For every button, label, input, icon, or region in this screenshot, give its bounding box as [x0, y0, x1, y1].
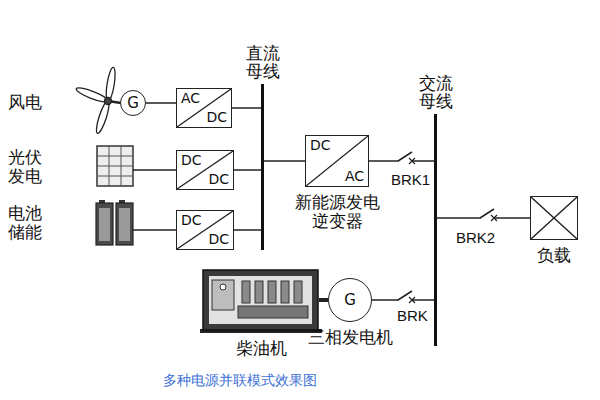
- source-label: 电池 储能: [8, 204, 42, 241]
- engine-panel: [212, 280, 234, 310]
- converter-box: 负载: [530, 196, 578, 240]
- battery: [96, 200, 177, 245]
- battery-label: [119, 208, 130, 241]
- node-heading: 直流 母线: [246, 44, 280, 81]
- generator-circle: G三相发电机: [328, 278, 372, 322]
- engine-window: [209, 276, 312, 324]
- node-text: DC: [181, 213, 202, 228]
- node-text: DC: [181, 153, 202, 168]
- converter-box: AC DC: [176, 88, 232, 128]
- node-text: DC: [206, 110, 227, 125]
- pv-panel: [97, 146, 177, 186]
- diagonal-line: [306, 136, 368, 186]
- node-heading: 交流 母线: [419, 74, 453, 111]
- breaker-label: BRK2: [455, 230, 496, 247]
- breaker-label: BRK1: [390, 172, 431, 189]
- generator-circle: G: [120, 90, 146, 116]
- source-label: 风电: [8, 93, 42, 112]
- node-text: AC: [345, 169, 364, 184]
- engine-cylinder: [268, 281, 276, 303]
- wire-connector: [319, 298, 328, 302]
- load-cross: [531, 197, 577, 239]
- battery-cell: [116, 203, 133, 245]
- bus-bar: 交流 母线: [434, 114, 437, 346]
- diagonal-line: [177, 89, 231, 127]
- node-text: G: [344, 292, 356, 309]
- turbine-blade: [104, 67, 116, 102]
- diagonal-line: [177, 151, 233, 189]
- breaker-switch: [480, 209, 497, 221]
- engine-cylinder: [294, 281, 302, 303]
- converter-box: DCAC新能源发电 逆变器: [305, 135, 369, 187]
- diesel-engine: [200, 270, 322, 333]
- figure-caption: 多种电源并联模式效果图: [163, 372, 317, 390]
- wire-connector: [234, 169, 261, 171]
- node-text: DC: [208, 172, 229, 187]
- turbine-hub: [105, 98, 112, 105]
- node-text: DC: [208, 232, 229, 247]
- wire-connector: [146, 102, 176, 104]
- engine-cylinder: [255, 281, 263, 303]
- engine-cylinders: [242, 281, 302, 303]
- engine-node: 柴油机: [203, 270, 319, 332]
- pv-grid: [97, 146, 133, 186]
- turbine-blade: [94, 100, 111, 135]
- wire-connector: [264, 160, 305, 162]
- pv-wire: [133, 169, 177, 171]
- node-heading: 负载: [537, 246, 571, 265]
- converter-box: DC DC: [176, 210, 234, 250]
- engine-cylinder: [281, 281, 289, 303]
- engine-frame: [203, 270, 318, 330]
- engine-gauge: [220, 284, 226, 290]
- node-heading: 新能源发电 逆变器: [295, 193, 380, 230]
- battery-cell: [96, 203, 113, 245]
- node-text: DC: [310, 138, 331, 153]
- load-symbol: [531, 197, 577, 239]
- battery-label: [99, 208, 110, 241]
- breaker-label: BRK: [396, 308, 429, 325]
- node-text: AC: [181, 91, 200, 106]
- breaker-switch: [398, 291, 415, 303]
- converter-box: DC DC: [176, 150, 234, 190]
- engine-cylinder: [242, 281, 250, 303]
- node-text: G: [127, 95, 139, 112]
- battery-wire: [133, 229, 177, 231]
- pv-frame: [97, 146, 133, 186]
- source-label: 光伏 发电: [8, 148, 42, 185]
- diagonal-line: [177, 211, 233, 249]
- engine-block: [238, 306, 308, 318]
- wire-connector: [232, 107, 261, 109]
- bus-bar: 直流 母线: [261, 84, 264, 250]
- node-heading: 柴油机: [236, 339, 287, 358]
- load-cross: [531, 197, 577, 239]
- node-heading: 三相发电机: [308, 328, 393, 347]
- wind-turbine: [75, 67, 121, 135]
- breaker-switch: [398, 152, 415, 164]
- wire-connector: [234, 229, 261, 231]
